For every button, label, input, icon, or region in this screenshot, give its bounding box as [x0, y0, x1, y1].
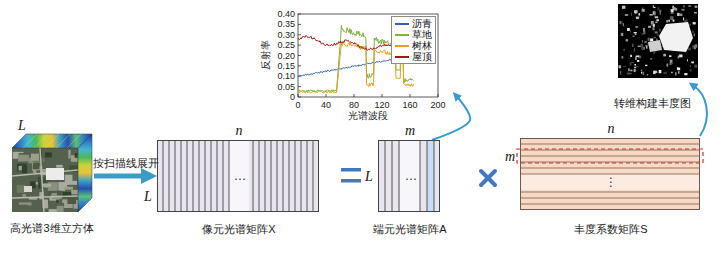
y-tick-label: 0.35 [277, 19, 295, 29]
ellipsis: … [234, 170, 246, 184]
abundance-map-image [618, 4, 707, 136]
y-tick-label: 0.25 [277, 40, 295, 50]
x-tick-label: 200 [430, 100, 445, 110]
caption: 丰度系数矩阵S [574, 223, 647, 236]
cube-illustration [12, 134, 92, 219]
caption: 高光谱3维立方体 [10, 222, 93, 235]
legend-entry: 草地 [395, 29, 432, 40]
legend-text: 沥青 [412, 19, 432, 29]
matrix-columns [378, 140, 440, 212]
dimension-letter: m [505, 149, 515, 165]
dimension-letter: n [608, 121, 615, 137]
endmember-matrix: mL…端元光谱矩阵A [378, 140, 440, 212]
matrix-rows [517, 138, 703, 210]
y-tick-label: 0.40 [277, 9, 295, 19]
dimension-letter: L [144, 189, 152, 205]
legend-swatch [395, 23, 409, 25]
pixel-spectra-matrix: nL…像元光谱矩阵X [157, 140, 319, 212]
spectra-plot [298, 14, 438, 97]
legend-entry: 屋顶 [395, 51, 432, 62]
y-tick-label: 0.10 [277, 71, 295, 81]
x-tick-label: 120 [374, 100, 389, 110]
x-tick-label: 0 [295, 100, 300, 110]
y-tick-label: 0.30 [277, 30, 295, 40]
edge-label: 按扫描线展开 [93, 157, 159, 169]
dimension-letter: n [236, 123, 243, 139]
y-tick-label: 0.20 [277, 50, 295, 60]
x-tick-label: 80 [349, 100, 359, 110]
abundance-matrix: nm⋮丰度系数矩阵S [520, 138, 700, 210]
caption: 像元光谱矩阵X [202, 223, 275, 236]
legend-swatch [395, 56, 409, 58]
legend-box: 沥青草地树林屋顶 [391, 16, 436, 64]
ellipsis: ⋮ [605, 176, 617, 190]
legend-text: 草地 [412, 30, 432, 40]
legend-entry: 树林 [395, 40, 432, 51]
arrow-label: 转维构建丰度图 [614, 97, 691, 110]
x-tick-label: 160 [402, 100, 417, 110]
matrix-columns [157, 140, 319, 212]
operator-symbols [341, 168, 495, 185]
y-tick-label: 0.15 [277, 61, 295, 71]
dimension-letter: L [18, 118, 26, 134]
ellipsis: … [405, 170, 417, 184]
legend-text: 树林 [412, 41, 432, 51]
legend-text: 屋顶 [412, 52, 432, 62]
legend-swatch [395, 34, 409, 36]
hyperspectral-cube: L高光谱3维立方体 [12, 134, 92, 212]
axis-title: 反射率 [260, 40, 272, 70]
dimension-letter: L [365, 169, 373, 185]
caption: 端元光谱矩阵A [373, 223, 446, 236]
dimension-letter: m [405, 123, 415, 139]
legend-swatch [395, 45, 409, 47]
x-tick-label: 40 [321, 100, 331, 110]
y-tick-label: 0 [290, 92, 295, 102]
unfold-arrow [94, 174, 146, 179]
y-tick-label: 0.05 [277, 81, 295, 91]
axis-title: 光谱波段 [348, 110, 388, 122]
legend-entry: 沥青 [395, 18, 432, 29]
